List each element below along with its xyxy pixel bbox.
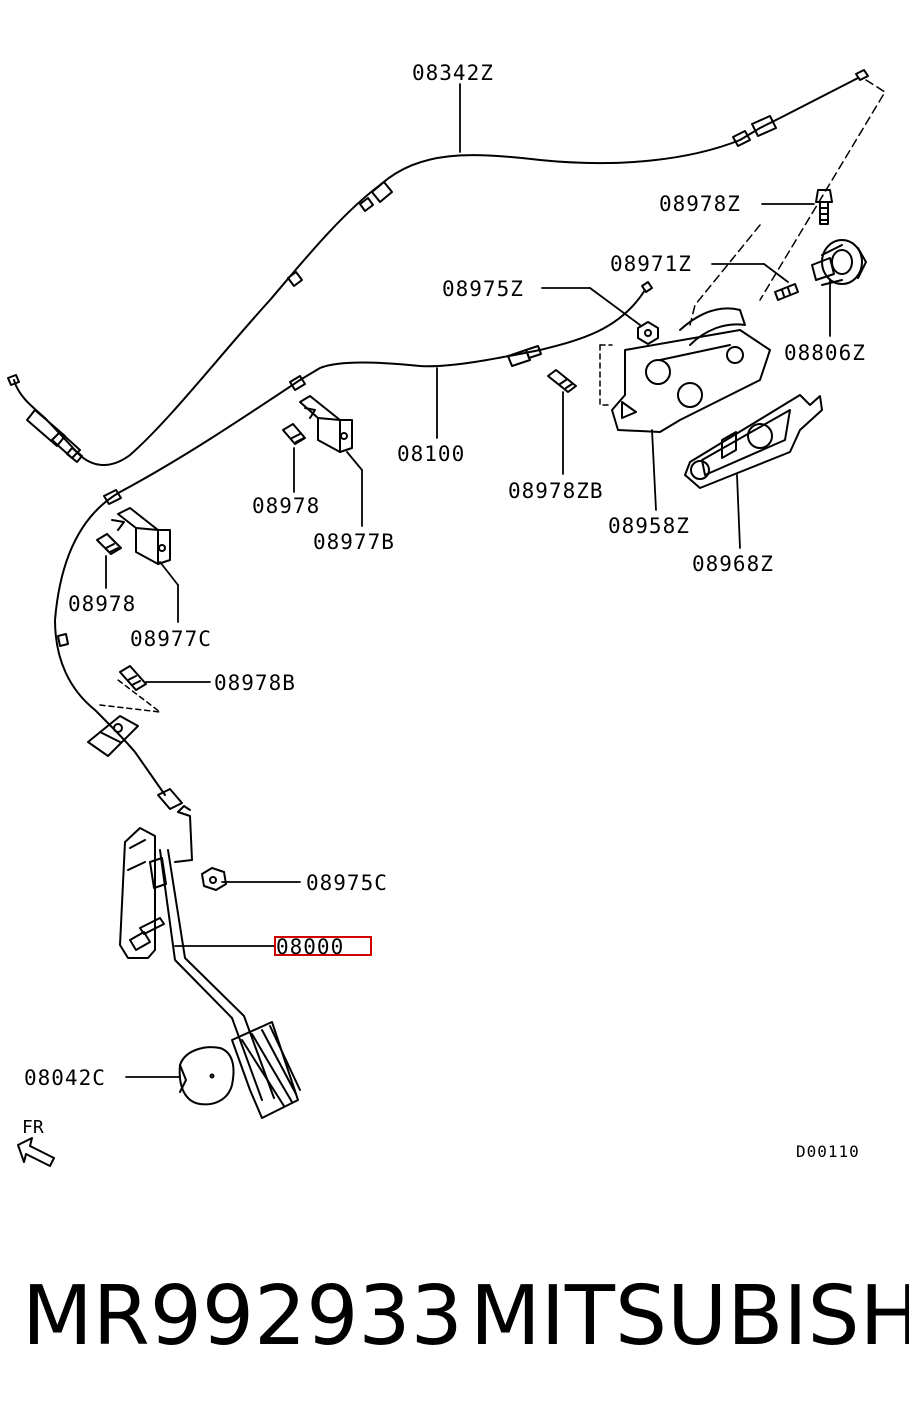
front-direction-arrow-icon (17, 1137, 55, 1167)
label-08978ZB: 08978ZB (508, 479, 604, 503)
bolt-08978Z (815, 189, 833, 225)
cable-bracket (87, 679, 161, 757)
leader-lines (105, 83, 831, 1078)
label-08971Z: 08971Z (610, 252, 692, 276)
brand-name: MITSUBISHI (470, 1269, 909, 1364)
nut-08975Z (637, 321, 659, 345)
label-08978-upper: 08978 (252, 494, 320, 518)
parts-diagram: 08342Z 08978Z 08971Z 08975Z 08806Z 08100… (7, 61, 886, 1167)
label-08100: 08100 (397, 442, 465, 466)
label-08042C: 08042C (24, 1066, 106, 1090)
bolt-08978-middle (96, 533, 122, 555)
cable-08342Z (7, 69, 869, 467)
label-08978B: 08978B (214, 671, 296, 695)
guide-line (689, 224, 761, 326)
fr-label: FR (22, 1117, 44, 1138)
bolt-08978ZB (547, 369, 577, 393)
bracket-08968Z (684, 394, 823, 489)
part-number: MR992933 (22, 1269, 463, 1364)
label-08975Z: 08975Z (442, 277, 524, 301)
guide-line (759, 79, 886, 301)
pin-08971Z (774, 283, 799, 301)
label-08806Z: 08806Z (784, 341, 866, 365)
clip-08977C (111, 507, 171, 565)
label-08968Z: 08968Z (692, 552, 774, 576)
caption: MR992933 MITSUBISHI (0, 1262, 909, 1372)
label-08958Z: 08958Z (608, 514, 690, 538)
bolt-08978-upper (282, 423, 306, 445)
part-labels: 08342Z 08978Z 08971Z 08975Z 08806Z 08100… (22, 61, 866, 1161)
actuator-08806Z (811, 239, 867, 286)
accelerator-pedal-08000 (119, 805, 301, 1119)
label-08978Z: 08978Z (659, 192, 741, 216)
label-08342Z: 08342Z (412, 61, 494, 85)
cable-08100 (54, 281, 653, 810)
label-08978-middle: 08978 (68, 592, 136, 616)
clip-08977B (299, 395, 353, 453)
diagram-code: D00110 (796, 1142, 860, 1161)
label-08977B: 08977B (313, 530, 395, 554)
label-08977C: 08977C (130, 627, 212, 651)
bolt-08978B (119, 665, 147, 691)
lever-assembly-08958Z (599, 307, 771, 433)
nut-08975C (201, 867, 227, 891)
label-08975C: 08975C (306, 871, 388, 895)
label-08000: 08000 (276, 935, 344, 959)
highlight-box (274, 936, 372, 956)
stopper-08042C (178, 1046, 235, 1106)
